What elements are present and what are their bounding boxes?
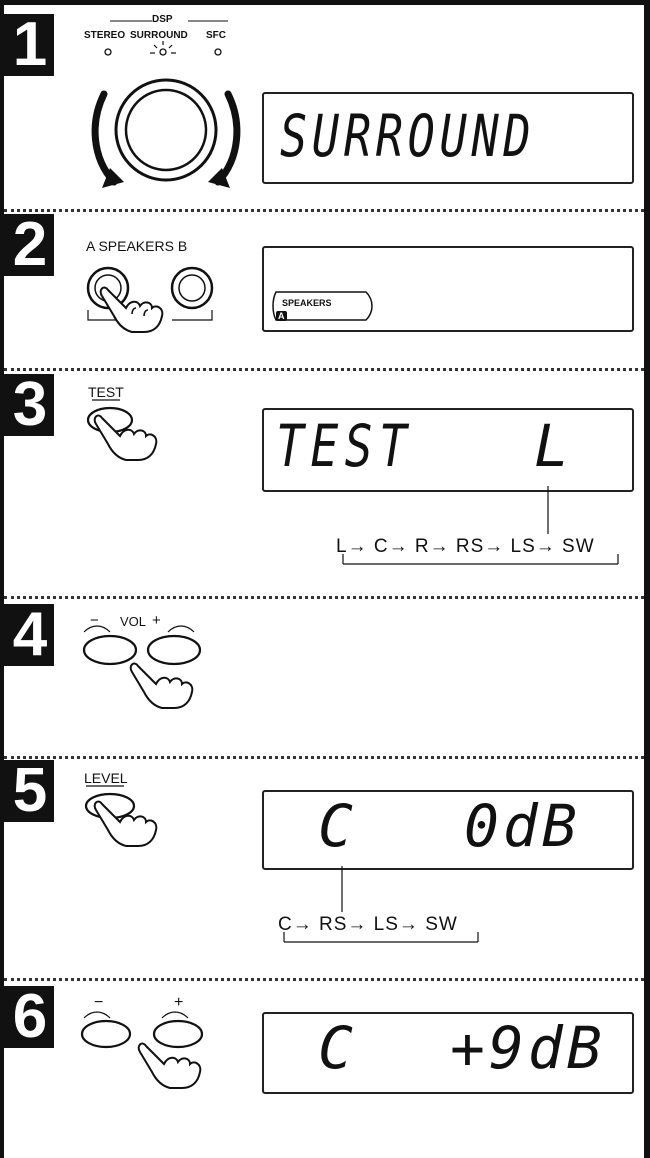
speaker-buttons xyxy=(86,266,214,321)
hand-pointer-icon xyxy=(93,414,158,461)
step-divider-2 xyxy=(4,368,644,371)
dsp-knob[interactable] xyxy=(82,70,252,200)
step-1-display-text: SURROUND xyxy=(280,102,536,170)
step-divider-5 xyxy=(4,978,644,981)
step-2-number-text: 2 xyxy=(12,210,47,279)
hand-pointer-icon xyxy=(99,286,164,333)
level-adjust-buttons xyxy=(80,1011,204,1089)
speakers-a-indicator: A xyxy=(276,311,287,321)
step-5-number-text: 5 xyxy=(12,756,47,825)
step-5-display: C 0dB xyxy=(262,790,634,870)
speakers-indicator-frame xyxy=(272,291,373,321)
step-6-level-value: +9dB xyxy=(450,1014,606,1082)
step-5-number: 5 xyxy=(4,756,54,825)
level-plus-label: + xyxy=(174,994,184,1011)
step-4-number: 4 xyxy=(4,600,54,669)
step-1-number-text: 1 xyxy=(12,10,47,79)
vol-up-button[interactable] xyxy=(146,634,202,666)
level-label: LEVEL xyxy=(84,770,128,786)
step-1-number: 1 xyxy=(4,10,54,79)
sfc-label: SFC xyxy=(206,30,226,41)
top-border xyxy=(0,0,650,5)
step-1-display: SURROUND xyxy=(262,92,634,184)
test-button[interactable] xyxy=(82,399,172,470)
speakers-label: A SPEAKERS B xyxy=(86,238,188,254)
step-5-level-value: 0dB xyxy=(464,792,581,860)
vol-label: VOL xyxy=(120,614,147,629)
test-label: TEST xyxy=(88,384,124,400)
mode-indicator-leds xyxy=(104,41,222,56)
step-2-number: 2 xyxy=(4,210,54,279)
level-down-button[interactable] xyxy=(80,1019,132,1049)
step-divider-1 xyxy=(4,209,644,212)
step-2-display: SPEAKERS A xyxy=(262,246,634,332)
surround-label: SURROUND xyxy=(130,30,188,41)
step-3-display: TEST L xyxy=(262,408,634,492)
step-3-number: 3 xyxy=(4,370,54,439)
level-minus-label: − xyxy=(94,994,104,1011)
hand-pointer-icon xyxy=(93,800,158,847)
dsp-bracket xyxy=(110,20,228,22)
step-6-channel: C xyxy=(318,1014,363,1082)
step-5-sequence-lines xyxy=(283,866,479,943)
right-border xyxy=(644,0,650,1158)
dsp-label: DSP xyxy=(152,14,173,25)
step-6-number: 6 xyxy=(4,982,54,1051)
left-border xyxy=(0,0,4,1158)
hand-pointer-icon xyxy=(129,662,194,709)
step-4-number-text: 4 xyxy=(12,600,47,669)
speakers-indicator: SPEAKERS xyxy=(282,298,332,308)
step-3-sequence-lines xyxy=(342,486,619,565)
vol-minus-label: − xyxy=(90,612,99,629)
step-3-display-text: TEST xyxy=(276,412,414,480)
step-3-number-text: 3 xyxy=(12,370,47,439)
vol-buttons xyxy=(82,625,202,709)
step-3-channel: L xyxy=(534,412,579,480)
step-divider-3 xyxy=(4,596,644,599)
vol-down-button[interactable] xyxy=(82,634,138,666)
vol-plus-label: + xyxy=(152,612,161,629)
step-divider-4 xyxy=(4,756,644,759)
step-3-channel-sequence: L→ C→ R→ RS→ LS→ SW xyxy=(336,536,595,557)
step-5-channel: C xyxy=(318,792,363,860)
step-5-channel-sequence: C→ RS→ LS→ SW xyxy=(278,914,458,935)
stereo-label: STEREO xyxy=(84,30,126,41)
step-6-number-text: 6 xyxy=(12,982,47,1051)
step-6-display: C +9dB xyxy=(262,1012,634,1094)
level-up-button[interactable] xyxy=(152,1019,204,1049)
hand-pointer-icon xyxy=(137,1042,202,1089)
level-button[interactable] xyxy=(80,785,170,856)
